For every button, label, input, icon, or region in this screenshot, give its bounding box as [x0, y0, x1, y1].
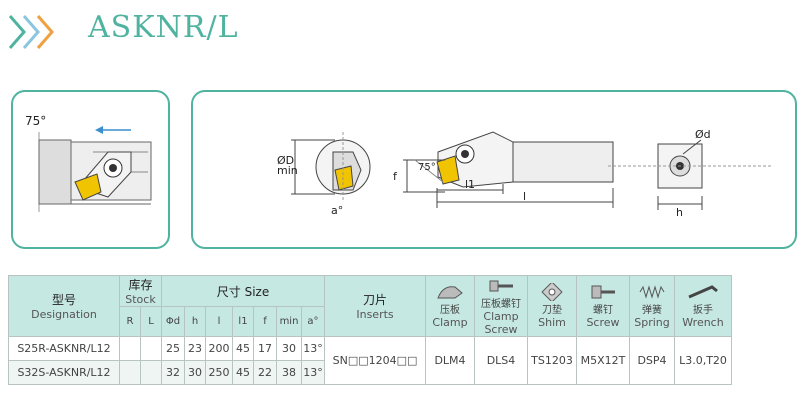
size-col-l1: l1: [232, 306, 254, 337]
page-title: ASKNR/L: [88, 10, 239, 45]
screw-value: M5X12T: [576, 336, 630, 385]
chevron-arrows-icon: [8, 15, 54, 49]
size-col-l: l: [205, 306, 233, 337]
clamp-screw-value: DLS4: [474, 336, 528, 385]
h-dimension-label: h: [676, 206, 683, 219]
angle-75-label: 75°: [418, 162, 436, 173]
spec-table: 型号 Designation 库存 Stock 尺寸 Size 刀片 Inser…: [8, 275, 732, 385]
left-diagram-panel: 75°: [11, 90, 170, 249]
tool-closeup-diagram: [38, 126, 152, 212]
insert-value: SN□□1204□□: [324, 336, 426, 385]
size-col-d: Φd: [161, 306, 185, 337]
wrench-icon: [688, 285, 718, 299]
spring-value: DSP4: [629, 336, 675, 385]
right-diagram-panel: ØD min a° 75° f l1 l Ød h: [191, 90, 797, 249]
phi-d-label: Ød: [695, 128, 711, 141]
stock-r-header: R: [119, 306, 141, 337]
f-dimension-label: f: [393, 170, 397, 183]
clamp-value: DLM4: [425, 336, 475, 385]
table-row: S32S-ASKNR/L12 32 30 250 45 22 38 13°: [8, 360, 732, 385]
clamp-icon: [437, 286, 463, 299]
a-angle-label: a°: [331, 204, 344, 217]
size-col-h: h: [184, 306, 206, 337]
shim-value: TS1203: [527, 336, 577, 385]
table-row: S25R-ASKNR/L12 25 23 200 45 17 30 13° SN…: [8, 336, 732, 385]
stock-l-header: L: [140, 306, 162, 337]
size-col-min: min: [276, 306, 302, 337]
shim-icon: [541, 283, 563, 301]
min-diameter-label: ØD min: [277, 154, 298, 177]
spring-icon: [639, 285, 665, 299]
size-header: 尺寸 Size: [161, 275, 325, 307]
l1-dimension-label: l1: [465, 178, 476, 191]
size-col-f: f: [253, 306, 277, 337]
designation-header: 型号 Designation: [8, 275, 120, 337]
angle-label: 75°: [25, 114, 47, 128]
clamp-screw-icon: [489, 280, 513, 291]
tool-technical-drawing: [291, 131, 773, 210]
wrench-value: L3.0,T20: [674, 336, 732, 385]
stock-header: 库存 Stock: [119, 275, 162, 307]
size-col-a: a°: [301, 306, 325, 337]
l-dimension-label: l: [523, 190, 527, 203]
inserts-header: 刀片 Inserts: [324, 275, 426, 337]
screw-icon: [591, 285, 615, 299]
